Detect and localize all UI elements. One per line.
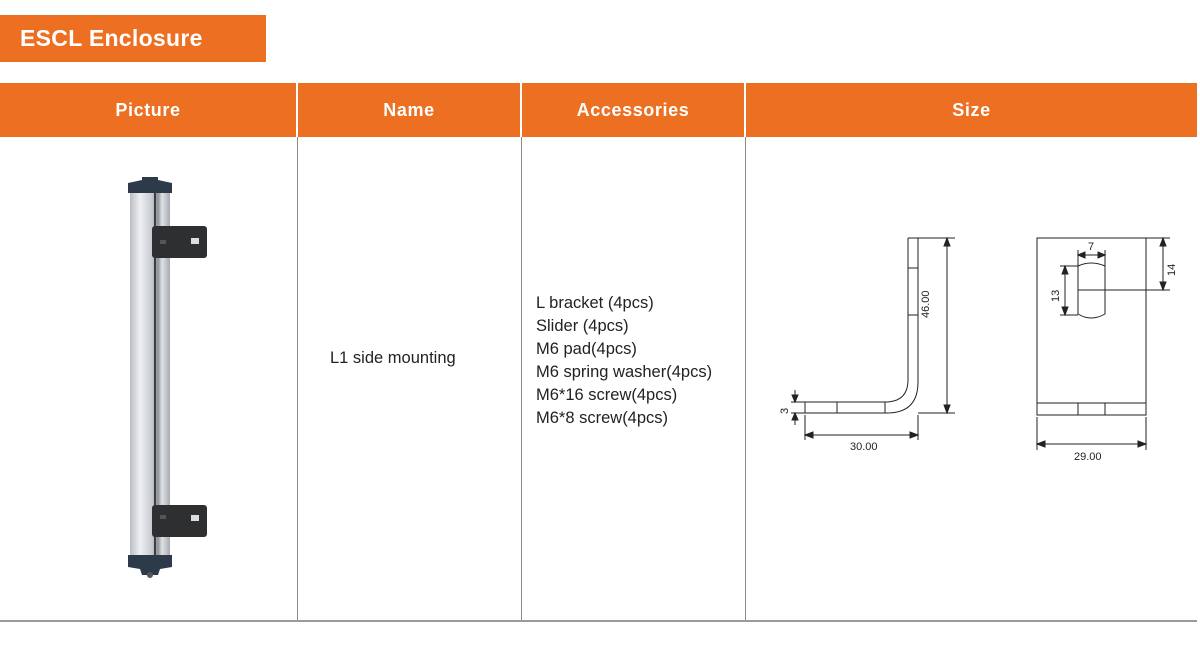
- header-size: Size: [746, 83, 1197, 137]
- dim-height: 46.00: [920, 290, 932, 318]
- bracket-side-view-drawing: 46.00 30.00 3: [775, 230, 975, 475]
- list-item: M6*16 screw(4pcs): [536, 386, 678, 404]
- product-name: L1 side mounting: [330, 349, 456, 367]
- table-bottom-border: [0, 620, 1197, 622]
- dim-length: 30.00: [850, 441, 878, 453]
- section-title-banner: ESCL Enclosure: [0, 15, 266, 62]
- list-item: M6 pad(4pcs): [536, 340, 637, 358]
- dim-width: 29.00: [1074, 451, 1102, 463]
- list-item: M6 spring washer(4pcs): [536, 363, 713, 381]
- dim-thickness: 3: [779, 407, 791, 414]
- dim-slot-length: 13: [1050, 289, 1062, 302]
- column-divider: [297, 137, 298, 621]
- header-picture: Picture: [0, 83, 296, 137]
- list-item: Slider (4pcs): [536, 317, 629, 335]
- dim-slot-offset: 14: [1166, 263, 1178, 276]
- accessories-list: L bracket (4pcs) Slider (4pcs) M6 pad(4p…: [536, 292, 712, 430]
- product-picture: [100, 175, 220, 590]
- bracket-front-view-drawing: 29.00 7 13 14: [1030, 230, 1190, 475]
- column-divider: [521, 137, 522, 621]
- list-item: L bracket (4pcs): [536, 294, 654, 312]
- header-name: Name: [298, 83, 520, 137]
- list-item: M6*8 screw(4pcs): [536, 409, 669, 427]
- section-title: ESCL Enclosure: [20, 25, 203, 51]
- dim-slot-width: 7: [1088, 241, 1095, 253]
- column-divider: [745, 137, 746, 621]
- table-header-row: Picture Name Accessories Size: [0, 83, 1197, 137]
- header-accessories: Accessories: [522, 83, 744, 137]
